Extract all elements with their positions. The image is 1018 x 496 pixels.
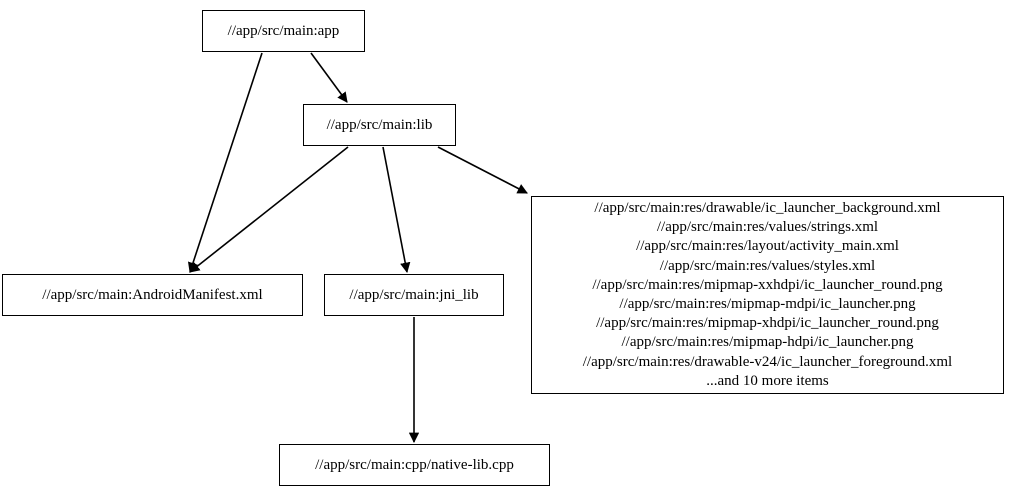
node-lib-label: //app/src/main:lib <box>326 116 433 133</box>
edge-lib-to-jni-lib <box>382 146 411 274</box>
edge-app-to-androidmanifest <box>187 52 263 273</box>
node-native-lib-cpp[interactable]: //app/src/main:cpp/native-lib.cpp <box>279 444 550 486</box>
node-lib[interactable]: //app/src/main:lib <box>303 104 456 146</box>
node-jni-lib-label: //app/src/main:jni_lib <box>349 286 479 303</box>
edge-app-to-lib <box>310 52 348 103</box>
node-jni-lib[interactable]: //app/src/main:jni_lib <box>324 274 504 316</box>
node-androidmanifest-label: //app/src/main:AndroidManifest.xml <box>42 286 263 303</box>
node-app[interactable]: //app/src/main:app <box>202 10 365 52</box>
edge-lib-to-res-group <box>437 146 528 194</box>
edge-lib-to-androidmanifest <box>189 146 349 273</box>
node-app-label: //app/src/main:app <box>227 22 340 39</box>
node-native-lib-cpp-label: //app/src/main:cpp/native-lib.cpp <box>315 456 514 473</box>
node-androidmanifest[interactable]: //app/src/main:AndroidManifest.xml <box>2 274 303 316</box>
node-res-group-label: //app/src/main:res/drawable/ic_launcher_… <box>582 199 953 389</box>
node-res-group[interactable]: //app/src/main:res/drawable/ic_launcher_… <box>531 196 1004 394</box>
